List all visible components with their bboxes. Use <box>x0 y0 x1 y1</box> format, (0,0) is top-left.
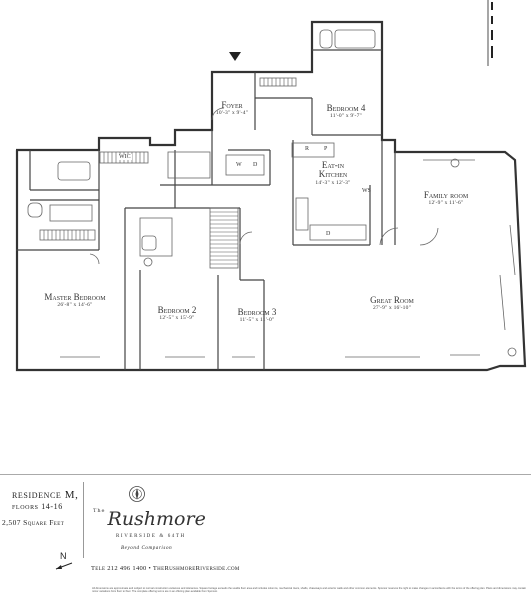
contact-line: Tele 212 496 1400 • TheRushmoreRiverside… <box>91 565 240 572</box>
brand-location: RIVERSIDE & 64TH <box>116 534 186 539</box>
room-name: Foyer <box>221 100 243 110</box>
room-bedroom-4: Bedroom 4 11'-0" x 9'-7" <box>327 103 366 119</box>
room-name: Great Room <box>370 295 414 305</box>
tag-ws: WS <box>362 188 371 194</box>
brand-name: Rushmore <box>107 508 206 530</box>
room-name: Bedroom 2 <box>157 305 197 315</box>
room-name: Bedroom 3 <box>237 307 277 317</box>
room-family-room: Family room 12'-9" x 11'-6" <box>424 190 468 206</box>
room-master-bedroom: Master Bedroom 26'-8" x 14'-6" <box>44 292 105 308</box>
room-great-room: Great Room 27'-9" x 16'-10" <box>370 295 414 311</box>
room-dims: 14'-3" x 12'-3" <box>315 180 351 186</box>
room-dims: 10'-3" x 9'-4" <box>215 110 249 116</box>
tag-dryer: D <box>253 162 258 168</box>
room-bedroom-3: Bedroom 3 11'-5" x 11'-0" <box>238 307 277 323</box>
fine-print: All dimensions are approximate and subje… <box>92 587 527 594</box>
tag-dishwasher: D <box>326 231 331 237</box>
room-bedroom-2: Bedroom 2 12'-5" x 15'-9" <box>158 305 197 321</box>
room-name: Family room <box>423 190 469 200</box>
room-eat-in-kitchen: Eat-in Kitchen 14'-3" x 12'-3" <box>315 161 350 188</box>
room-dims: 26'-8" x 14'-6" <box>57 302 93 308</box>
north-arrow-icon <box>55 562 73 570</box>
residence-line: residence M, <box>12 489 79 501</box>
rushmore-logo-icon <box>129 486 145 502</box>
room-dims: 11'-0" x 9'-7" <box>330 113 362 119</box>
footer-divider <box>0 474 531 475</box>
tagline: Beyond Comparison <box>121 546 173 551</box>
north-indicator: N <box>60 551 67 561</box>
square-feet: 2,507 Square Feet <box>2 518 65 527</box>
room-dims: 27'-9" x 16'-10" <box>372 305 412 311</box>
floor-plan <box>15 0 527 372</box>
floors-line: floors 14-16 <box>12 502 63 511</box>
room-name: Eat-in <box>321 160 345 170</box>
tag-washer: W <box>236 162 242 168</box>
outer-wall <box>15 20 527 372</box>
room-dims: 12'-9" x 11'-6" <box>428 200 464 206</box>
room-name: Bedroom 4 <box>326 103 366 113</box>
tag-wic: WIC <box>118 154 132 160</box>
north-label: N <box>60 551 67 561</box>
tag-pantry: P <box>324 146 328 152</box>
room-name: Kitchen <box>318 169 348 179</box>
vertical-divider <box>83 482 84 558</box>
entry-arrow-icon <box>229 52 241 61</box>
room-dims: 11'-5" x 11'-0" <box>239 317 275 323</box>
residence-info: residence M, floors 14-16 <box>12 490 78 512</box>
brand-the: The <box>93 508 106 514</box>
room-name: Master Bedroom <box>44 292 106 302</box>
room-foyer: Foyer 10'-3" x 9'-4" <box>216 100 248 116</box>
tag-refrigerator: R <box>305 146 310 152</box>
room-dims: 12'-5" x 15'-9" <box>159 315 195 321</box>
